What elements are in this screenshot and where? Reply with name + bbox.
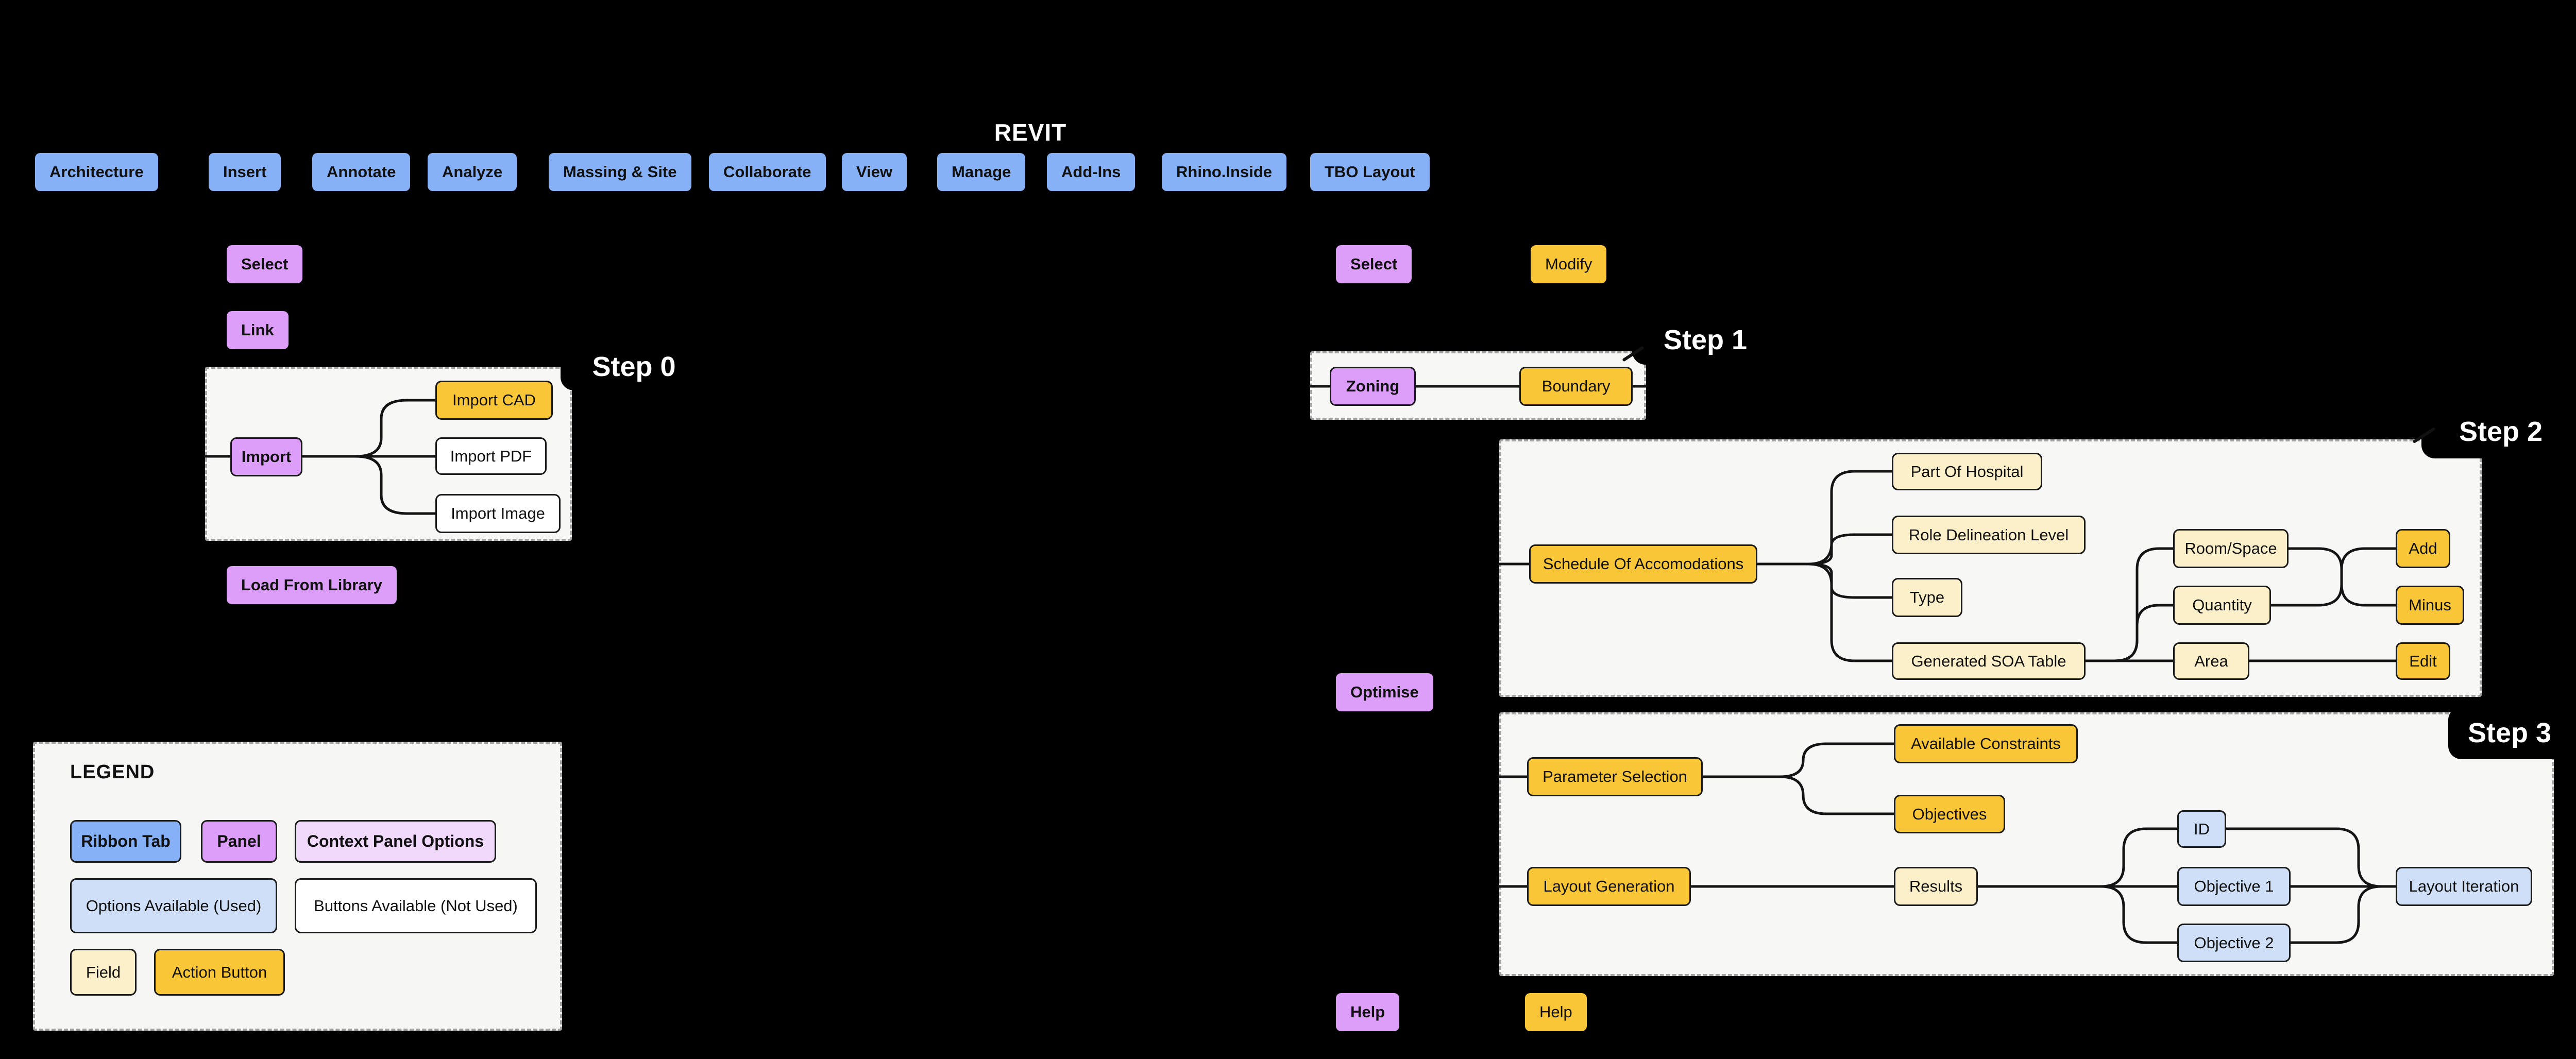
step0-import-image: Import Image bbox=[435, 494, 561, 533]
tab-insert: Insert bbox=[209, 153, 281, 191]
step3-label: Step 3 bbox=[2448, 707, 2571, 759]
panel-select-left: Select bbox=[227, 245, 303, 283]
tab-analyze: Analyze bbox=[428, 153, 517, 191]
step3-available-constraints: Available Constraints bbox=[1894, 724, 2078, 763]
panel-optimise: Optimise bbox=[1336, 673, 1433, 711]
step2-add: Add bbox=[2396, 529, 2450, 568]
legend-buttons-available-not-used: Buttons Available (Not Used) bbox=[295, 878, 537, 933]
panel-link: Link bbox=[227, 311, 289, 349]
step2-area: Area bbox=[2173, 642, 2249, 680]
step3-results: Results bbox=[1894, 867, 1978, 906]
tab-tbo-layout: TBO Layout bbox=[1310, 153, 1430, 191]
step2-room-space: Room/Space bbox=[2173, 529, 2289, 568]
tab-architecture: Architecture bbox=[35, 153, 158, 191]
step2-edit: Edit bbox=[2396, 642, 2450, 680]
tab-rhino-inside: Rhino.Inside bbox=[1162, 153, 1286, 191]
step2-minus: Minus bbox=[2396, 586, 2464, 625]
legend-field: Field bbox=[70, 949, 137, 996]
page-title: REVIT bbox=[994, 119, 1067, 146]
legend-panel: Panel bbox=[201, 820, 277, 863]
step2-schedule-of-accomodations: Schedule Of Accomodations bbox=[1529, 544, 1757, 584]
legend-action-button: Action Button bbox=[154, 949, 285, 996]
tab-collaborate: Collaborate bbox=[709, 153, 826, 191]
step1-zoning: Zoning bbox=[1330, 367, 1416, 406]
step3-objective-2: Objective 2 bbox=[2177, 924, 2291, 962]
tab-manage: Manage bbox=[937, 153, 1026, 191]
panel-select-middle: Select bbox=[1336, 245, 1412, 283]
step1-label: Step 1 bbox=[1632, 315, 1778, 365]
step0-label: Step 0 bbox=[561, 343, 707, 390]
step2-part-of-hospital: Part Of Hospital bbox=[1892, 453, 2042, 490]
step3-objective-1: Objective 1 bbox=[2177, 867, 2291, 906]
button-modify-middle: Modify bbox=[1531, 245, 1607, 283]
tab-annotate: Annotate bbox=[312, 153, 411, 191]
step3-layout-generation: Layout Generation bbox=[1527, 867, 1691, 906]
step0-import: Import bbox=[230, 437, 302, 476]
step1-boundary: Boundary bbox=[1519, 367, 1633, 406]
step2-generated-soa-table: Generated SOA Table bbox=[1892, 642, 2086, 680]
legend-title: LEGEND bbox=[70, 761, 155, 783]
step0-import-cad: Import CAD bbox=[435, 381, 553, 420]
step3-parameter-selection: Parameter Selection bbox=[1527, 757, 1703, 796]
step3-layout-iteration: Layout Iteration bbox=[2396, 867, 2532, 906]
step2-role-delineation-level: Role Delineation Level bbox=[1892, 516, 2086, 554]
step3-objectives: Objectives bbox=[1894, 795, 2005, 833]
step3-id: ID bbox=[2177, 810, 2226, 848]
panel-help: Help bbox=[1336, 993, 1400, 1031]
button-help: Help bbox=[1525, 993, 1587, 1031]
step2-label: Step 2 bbox=[2421, 405, 2576, 458]
tab-massing-site: Massing & Site bbox=[549, 153, 691, 191]
step0-import-pdf: Import PDF bbox=[435, 437, 547, 475]
legend-context-panel-options: Context Panel Options bbox=[295, 820, 496, 863]
tab-view: View bbox=[842, 153, 907, 191]
tab-add-ins: Add-Ins bbox=[1047, 153, 1136, 191]
panel-load-from-library: Load From Library bbox=[227, 566, 397, 604]
step2-type: Type bbox=[1892, 578, 1962, 617]
legend-options-available-used: Options Available (Used) bbox=[70, 878, 277, 933]
step2-quantity: Quantity bbox=[2173, 586, 2271, 625]
legend-ribbon-tab: Ribbon Tab bbox=[70, 820, 181, 863]
